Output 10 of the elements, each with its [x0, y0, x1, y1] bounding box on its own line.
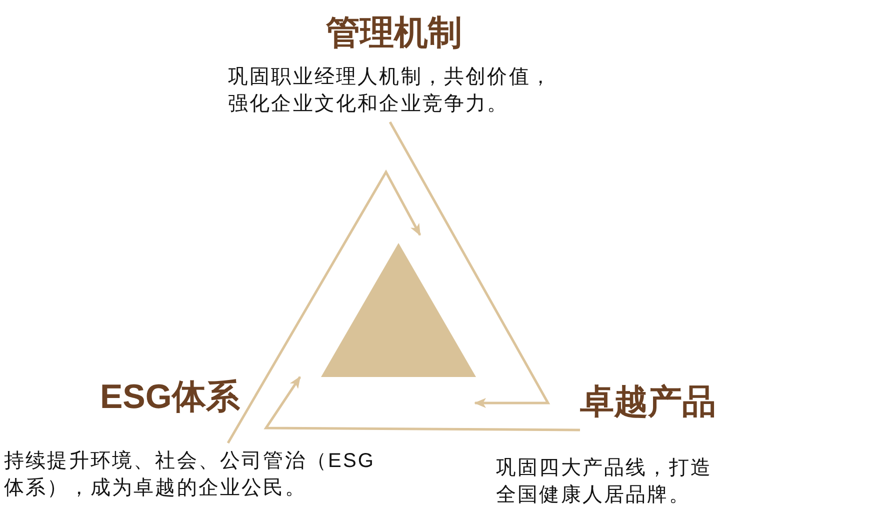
description-text: 巩固四大产品线，打造全国健康人居品牌。: [496, 456, 713, 508]
triangle-shape: [321, 243, 476, 377]
description-text: 巩固职业经理人机制，共创价值，强化企业文化和企业竞争力。: [228, 65, 553, 117]
section-heading: 管理机制: [326, 13, 462, 54]
bent-arrow: [264, 376, 580, 432]
section-heading: ESG体系: [100, 377, 240, 418]
description-text: 持续提升环境、社会、公司管治（ESG体系），成为卓越的企业公民。: [4, 449, 376, 501]
bent-arrow: [388, 121, 550, 408]
section-heading: 卓越产品: [580, 382, 716, 423]
bent-arrow: [226, 169, 422, 444]
